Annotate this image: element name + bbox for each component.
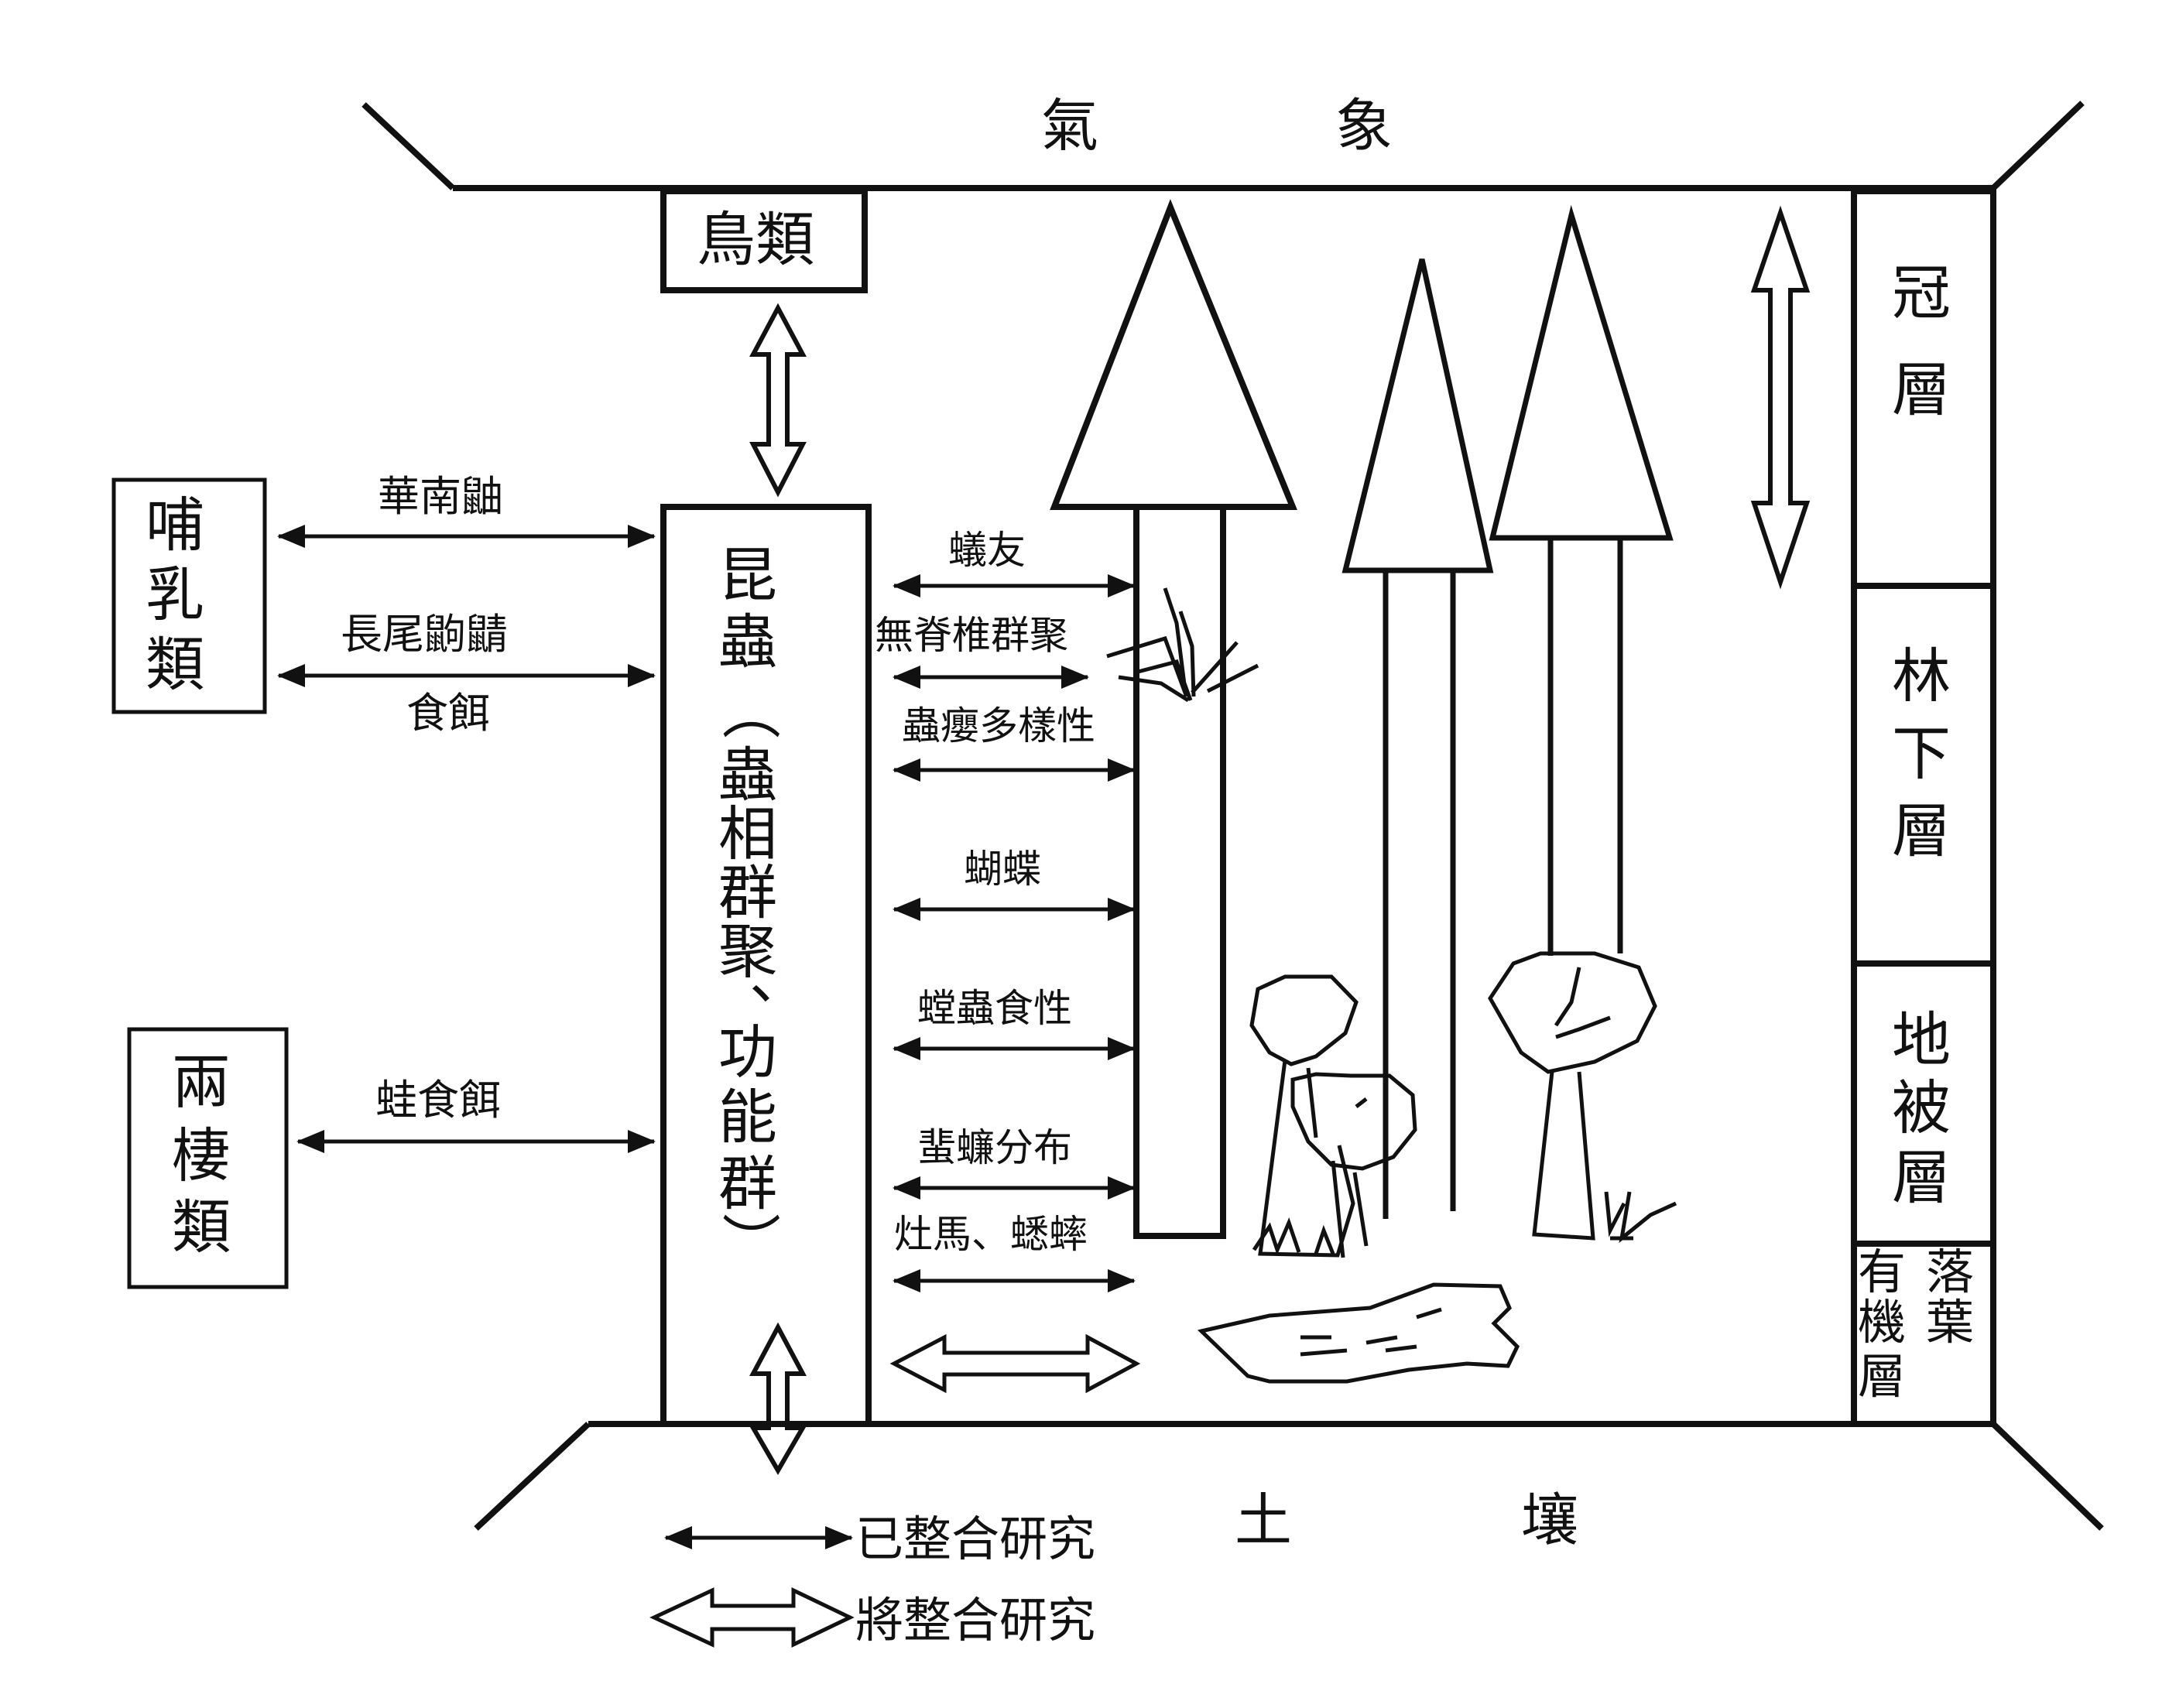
legend-to-integrate-arrow bbox=[649, 1587, 855, 1648]
svg-text:層: 層 bbox=[1858, 1348, 1906, 1405]
layer-understory: 林 下 層 bbox=[1892, 642, 1951, 865]
insects-soil-hollow-arrow bbox=[749, 1322, 807, 1475]
legend-integrated-label: 已整合研究 bbox=[855, 1511, 1095, 1567]
birds-box: 鳥類 bbox=[660, 188, 868, 293]
insect-link-label-4: 蝴蝶 bbox=[964, 847, 1041, 892]
insects-label: 昆 蟲 （ 蟲 相 群 聚 、 功 能 群 ） bbox=[715, 541, 808, 1271]
svg-text:有: 有 bbox=[1858, 1244, 1906, 1300]
svg-text:層: 層 bbox=[1892, 796, 1951, 865]
svg-text:昆: 昆 bbox=[718, 541, 777, 610]
left-links: 華南鼬 長尾鼩鼱 食餌 蛙食餌 bbox=[277, 472, 656, 1153]
soil-label-1: 土 bbox=[1235, 1487, 1292, 1554]
svg-text:類: 類 bbox=[172, 1193, 231, 1261]
birds-label: 鳥類 bbox=[697, 205, 814, 274]
climate-label-2: 象 bbox=[1335, 93, 1393, 159]
grass-tuft-1 bbox=[1106, 587, 1259, 703]
svg-text:能: 能 bbox=[718, 1083, 777, 1152]
svg-text:兩: 兩 bbox=[172, 1048, 231, 1117]
canopy-vertical-hollow-arrow bbox=[1750, 205, 1811, 590]
svg-text:層: 層 bbox=[1892, 355, 1951, 424]
svg-text:功: 功 bbox=[718, 1018, 777, 1087]
tree-3 bbox=[1489, 204, 1674, 956]
link-label-mammal-bottom: 食餌 bbox=[406, 689, 490, 738]
tree-2 bbox=[1341, 258, 1494, 1219]
birds-insects-hollow-arrow bbox=[749, 303, 807, 498]
insect-link-label-7: 灶馬、蟋蟀 bbox=[894, 1212, 1088, 1257]
svg-text:林: 林 bbox=[1892, 642, 1951, 710]
svg-text:葉: 葉 bbox=[1926, 1294, 1974, 1350]
top-frame bbox=[362, 101, 2085, 191]
amphibians-box: 兩 棲 類 bbox=[127, 1027, 289, 1289]
svg-text:落: 落 bbox=[1926, 1244, 1974, 1300]
insect-link-label-5: 螳蟲食性 bbox=[917, 986, 1072, 1031]
insect-link-label-2: 無脊椎群聚 bbox=[875, 613, 1068, 658]
svg-text:層: 層 bbox=[1892, 1143, 1951, 1212]
svg-text:機: 機 bbox=[1858, 1294, 1906, 1350]
svg-text:相: 相 bbox=[718, 799, 777, 868]
insect-link-label-3: 蟲癭多樣性 bbox=[902, 703, 1095, 748]
layer-column bbox=[1851, 188, 1996, 1427]
svg-text:）: ） bbox=[715, 1212, 784, 1271]
link-label-amphibian: 蛙食餌 bbox=[375, 1076, 501, 1124]
svg-text:蟲: 蟲 bbox=[718, 741, 777, 810]
shrub-1 bbox=[1249, 974, 1417, 1258]
svg-text:乳: 乳 bbox=[146, 560, 204, 629]
insect-link-label-6: 蜚蠊分布 bbox=[917, 1125, 1072, 1170]
svg-text:下: 下 bbox=[1892, 719, 1951, 788]
climate-label-1: 氣 bbox=[1041, 93, 1098, 159]
link-label-mammal-mid: 長尾鼩鼱 bbox=[341, 610, 508, 659]
svg-text:蟲: 蟲 bbox=[718, 608, 777, 676]
insects-box bbox=[660, 504, 872, 1427]
svg-text:聚: 聚 bbox=[718, 917, 777, 986]
svg-text:、: 、 bbox=[749, 943, 808, 1012]
legend-to-integrate-label: 將整合研究 bbox=[855, 1592, 1095, 1648]
legend: 已整合研究 將整合研究 bbox=[649, 1511, 1095, 1648]
svg-text:棲: 棲 bbox=[172, 1121, 231, 1190]
insect-hollow-arrow-future bbox=[889, 1333, 1141, 1394]
fallen-log bbox=[1197, 1282, 1520, 1384]
svg-text:被: 被 bbox=[1892, 1073, 1951, 1142]
svg-text:類: 類 bbox=[146, 630, 204, 699]
layer-ground-cover: 地 被 層 bbox=[1892, 1005, 1951, 1212]
soil-label-2: 壤 bbox=[1521, 1487, 1578, 1554]
svg-text:哺: 哺 bbox=[146, 491, 204, 560]
svg-text:群: 群 bbox=[718, 1149, 777, 1218]
svg-text:（: （ bbox=[715, 681, 784, 740]
shrub-2 bbox=[1488, 951, 1677, 1244]
layer-canopy: 冠 層 bbox=[1892, 258, 1951, 424]
insect-link-label-1: 蟻友 bbox=[948, 528, 1026, 573]
svg-text:地: 地 bbox=[1892, 1005, 1951, 1074]
svg-text:冠: 冠 bbox=[1892, 258, 1951, 327]
insect-links: 蟻友 無脊椎群聚 蟲癭多樣性 蝴蝶 螳蟲食性 蜚蠊分布 灶馬、蟋蟀 bbox=[875, 528, 1141, 1394]
tree-1 bbox=[1050, 199, 1297, 1239]
mammals-box: 哺 乳 類 bbox=[111, 477, 267, 714]
layer-litter: 有 機 層 落 葉 bbox=[1858, 1244, 1974, 1405]
link-label-mammal-top: 華南鼬 bbox=[378, 472, 503, 521]
svg-text:群: 群 bbox=[718, 858, 777, 927]
